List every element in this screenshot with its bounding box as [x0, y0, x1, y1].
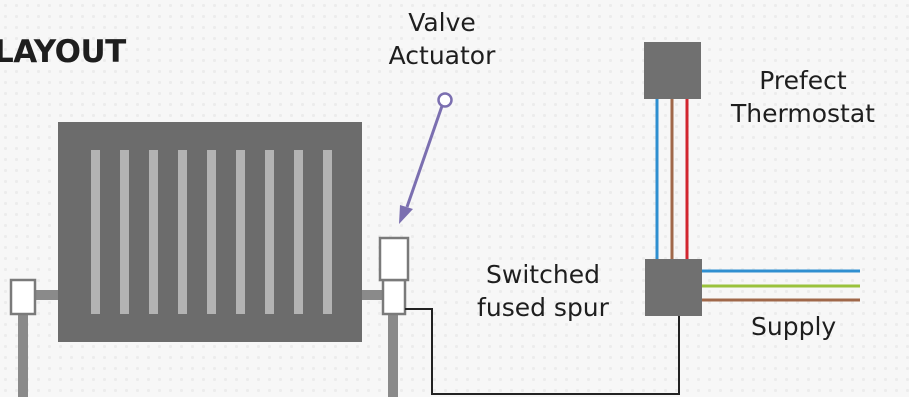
radiator-fin	[120, 150, 129, 314]
right-pipe-connector	[360, 290, 386, 300]
fused-spur-label: Switched fused spur	[448, 258, 638, 324]
thermostat-label-line1: Prefect	[759, 66, 847, 95]
right-pipe-vertical	[388, 314, 398, 397]
thermostat-box	[644, 42, 701, 99]
radiator-fin	[91, 150, 100, 314]
left-pipe-connector	[34, 290, 60, 300]
fused-spur-label-line1: Switched	[486, 260, 600, 289]
pointer-line	[405, 105, 444, 208]
radiator-fins	[91, 150, 332, 314]
left-valve	[9, 278, 37, 316]
control-wire	[405, 308, 680, 395]
radiator-fin	[178, 150, 187, 314]
radiator-fin	[149, 150, 158, 314]
radiator-fin	[236, 150, 245, 314]
radiator-fin	[294, 150, 303, 314]
valve-actuator-label-line1: Valve	[408, 8, 476, 37]
radiator-fin	[207, 150, 216, 314]
fused-spur-box	[645, 259, 702, 316]
radiator-fin	[323, 150, 332, 314]
fused-spur-label-line2: fused spur	[477, 293, 609, 322]
pointer-arrowhead	[399, 205, 413, 224]
valve-actuator	[378, 236, 410, 282]
thermostat-label: Prefect Thermostat	[713, 64, 893, 130]
supply-label: Supply	[751, 312, 837, 341]
valve-actuator-label: Valve Actuator	[372, 6, 512, 72]
thermostat-label-line2: Thermostat	[731, 99, 875, 128]
valve-actuator-label-line2: Actuator	[388, 41, 496, 70]
left-pipe-vertical	[18, 314, 28, 397]
radiator-fin	[265, 150, 274, 314]
page-title: LAYOUT	[0, 34, 126, 70]
right-valve	[381, 278, 407, 316]
pointer-origin	[437, 92, 453, 108]
